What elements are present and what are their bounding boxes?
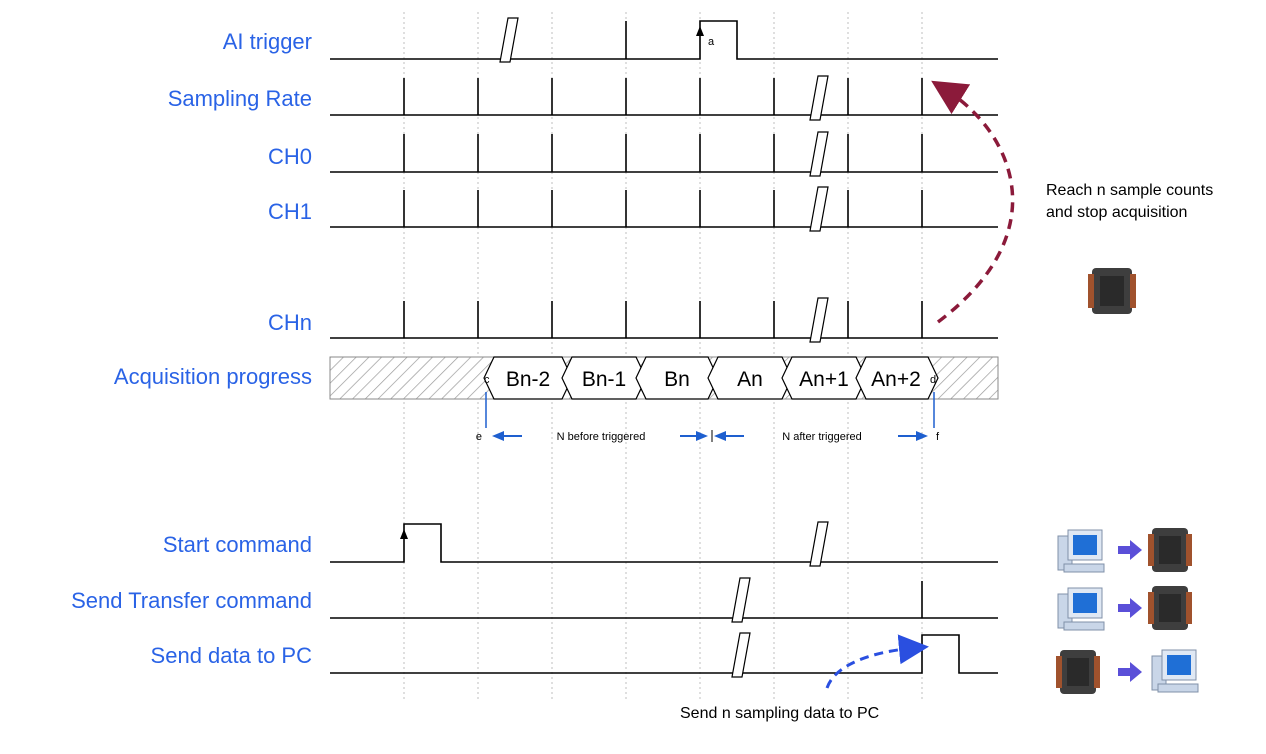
- marker-d: d: [930, 374, 936, 386]
- pc-computer-icon: [1057, 587, 1105, 631]
- module-device-icon: [1056, 650, 1100, 694]
- pc-to-device-row-2: [1057, 586, 1192, 631]
- device-to-pc-row-3: [1056, 649, 1199, 694]
- send-data-to-pc-waveform: [330, 632, 998, 678]
- stop-acquisition-arrow: [931, 80, 1015, 324]
- label-sampling-rate: Sampling Rate: [168, 86, 312, 111]
- label-ch0: CH0: [268, 144, 312, 169]
- send-data-arrow: [825, 634, 929, 689]
- label-acquisition-progress: Acquisition progress: [114, 364, 312, 389]
- send-transfer-command-waveform: [330, 577, 998, 623]
- chn-waveform: [330, 297, 998, 343]
- segment-bn-2: Bn-2: [506, 368, 550, 391]
- label-ai-trigger: AI trigger: [223, 29, 312, 54]
- pc-computer-icon: [1151, 649, 1199, 693]
- n-before-triggered-label: N before triggered: [557, 431, 646, 443]
- marker-f: f: [936, 431, 940, 443]
- label-send-transfer-command: Send Transfer command: [71, 588, 312, 613]
- note-send-data: Send n sampling data to PC: [680, 705, 879, 722]
- ai-trigger-waveform: a: [330, 17, 998, 63]
- acquisition-progress-bar: Bn-2 Bn-1 Bn An An+1 An+2 c d: [329, 356, 999, 400]
- note-stop-line2: and stop acquisition: [1046, 204, 1187, 221]
- ch0-waveform: [330, 131, 998, 177]
- sampling-rate-waveform: [330, 75, 998, 121]
- label-ch1: CH1: [268, 199, 312, 224]
- right-arrow-icon: [1118, 662, 1142, 682]
- marker-e: e: [476, 431, 482, 443]
- marker-a: a: [708, 36, 715, 48]
- segment-an-plus-2: An+2: [871, 368, 921, 391]
- label-chn: CHn: [268, 310, 312, 335]
- segment-bn-1: Bn-1: [582, 368, 626, 391]
- segment-bn: Bn: [664, 368, 690, 391]
- module-device-icon: [1148, 586, 1192, 630]
- pc-to-device-row-1: [1057, 528, 1192, 573]
- module-device-icon: [1088, 268, 1136, 314]
- right-arrow-icon: [1118, 598, 1142, 618]
- sample-span-annotation: e f N before triggered N after triggered: [476, 392, 940, 443]
- label-send-data-to-pc: Send data to PC: [151, 643, 313, 668]
- n-after-triggered-label: N after triggered: [782, 431, 861, 443]
- note-stop-line1: Reach n sample counts: [1046, 182, 1213, 199]
- pc-computer-icon: [1057, 529, 1105, 573]
- ch1-waveform: [330, 186, 998, 232]
- marker-c: c: [484, 374, 490, 386]
- segment-an: An: [737, 368, 763, 391]
- segment-an-plus-1: An+1: [799, 368, 849, 391]
- right-arrow-icon: [1118, 540, 1142, 560]
- module-device-icon: [1148, 528, 1192, 572]
- start-command-waveform: [330, 521, 998, 567]
- label-start-command: Start command: [163, 532, 312, 557]
